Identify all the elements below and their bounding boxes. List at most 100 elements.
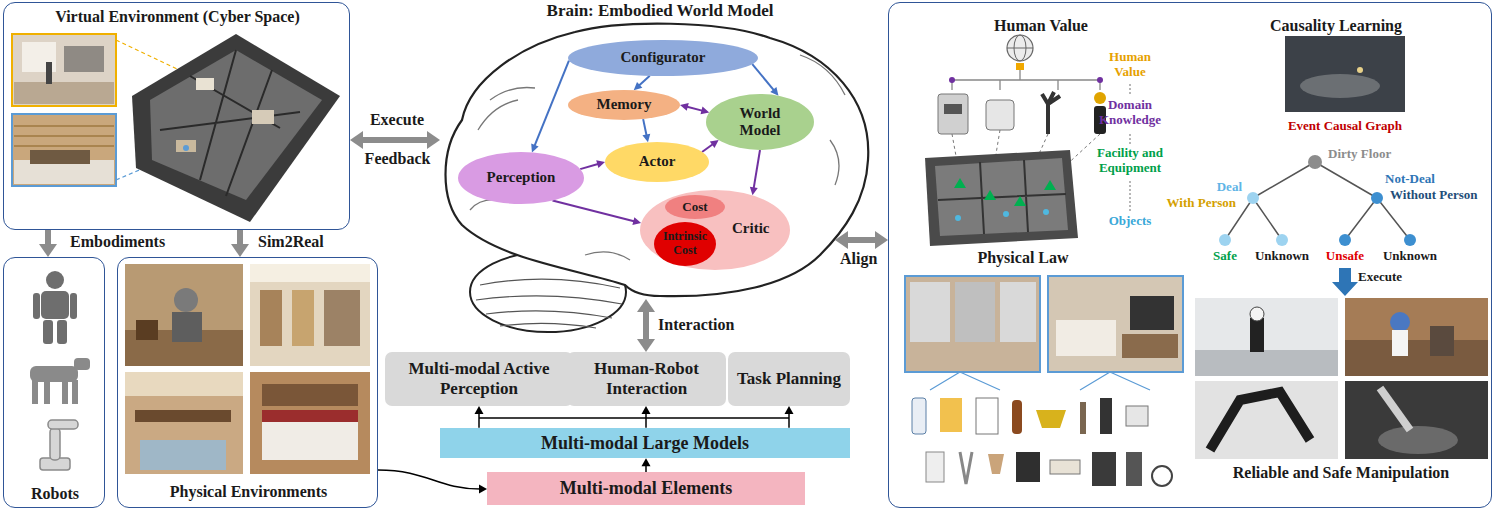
drawing-rect [62,380,68,404]
arrow-head [427,131,440,149]
drawing-rect [252,110,274,124]
drawing-polygon [925,150,1078,246]
drawing-rect [250,264,370,282]
connector [634,76,650,90]
connector [642,406,651,428]
arrow-head [634,82,643,90]
arrow-head [596,160,605,168]
ellipse-fill [665,195,725,219]
connector-line [534,61,569,147]
label-slot: Event Causal Graph [1270,119,1420,134]
connector [350,131,440,149]
drawing-rect [1100,398,1112,434]
text-label: Multi-modal Active Perception [385,359,573,398]
drawing-rect [324,290,360,346]
connector-line [754,150,760,189]
drawing-polygon [935,158,1068,236]
drawing-rect [1048,276,1183,372]
layer-band: Multi-modal Elements [487,472,805,505]
drawing-rect [64,46,104,72]
module-ellipse: Configurator [568,40,758,76]
edge-label-slot: Interaction [658,316,748,334]
edge-label-slot: Execute [362,111,432,129]
text-label: Virtual Environment (Cyber Space) [4,8,351,26]
connector [531,61,569,153]
drawing-rect [260,290,282,346]
text-slot: Physical Law [923,249,1123,267]
text-label: Align [840,250,877,268]
arrow-head [479,485,487,494]
text-label: Causality Learning [1236,17,1436,35]
connector-line [702,144,713,152]
text-label: Execute [1358,270,1428,285]
connector [553,201,642,225]
arrow-head [350,131,363,149]
arrow-head [632,217,641,225]
text-label: Critic [732,220,784,237]
drawing-polygon [1044,180,1056,190]
arrow-head [39,244,57,257]
drawing-rect [125,372,243,474]
drawing-rect [1012,400,1022,434]
text-label: World Model [725,105,795,140]
panel-box: Virtual Environment (Cyber Space) [3,2,350,230]
text-label: Task Planning [737,369,841,389]
drawing-circle [1003,211,1009,217]
text-label: Memory [597,96,652,113]
text-holder: Actor [605,142,709,182]
text-label: Cost [682,200,707,215]
drawing-rect [910,282,950,342]
drawing-rect [46,62,52,84]
text-label: Human Value [961,17,1121,35]
text-label: Intrinsic Cost [657,230,713,258]
text-holder: Human-Robot Interaction [567,352,726,406]
drawing-path [160,50,300,196]
drawing-ellipse [1378,426,1458,454]
arrow-head [642,134,650,143]
drawing-rect [1345,381,1488,459]
connector [642,458,651,472]
arrow-head [750,187,758,196]
text-label: Human-Robot Interaction [567,359,726,398]
text-label: Sim2Real [258,233,324,251]
connector [637,299,655,352]
environment-photo [250,372,370,474]
drawing-rect [176,140,196,152]
drawing-rect [1345,298,1488,376]
text-label: Physical Law [923,249,1123,267]
drawing-circle [1094,92,1106,104]
text-label: Deal [1192,180,1242,195]
drawing-rect [125,264,243,366]
text-label: Facility and Equipment [1088,146,1172,176]
drawing-circle [174,288,198,312]
globe-icon [1007,35,1033,70]
text-label: Objects [1100,214,1160,229]
arrow-head [770,87,778,96]
drawing-polygon [150,50,322,200]
drawing-rect [172,312,202,342]
text-slot: Brain: Embodied World Model [460,1,860,21]
panel-box: Physical Environments [117,257,378,508]
connector [680,103,709,114]
connector [835,231,888,249]
humanoid-robot [33,271,77,344]
appliance-icon [938,92,1106,134]
brain-region: Brain: Embodied World ModelConfiguratorM… [440,24,835,299]
connector-line [686,107,703,111]
drawing-circle [1390,312,1410,332]
drawing-rect [250,264,370,366]
drawing-rect [1430,326,1454,356]
text-label: Unsafe [1315,249,1375,264]
text-holder: Multi-modal Elements [487,472,805,505]
robot-dog [30,358,90,404]
drawing-rect [136,320,158,340]
text-label: Unknown [1375,249,1445,264]
connector-line [643,119,647,136]
object-icon [912,398,1172,486]
drawing-circle [1007,35,1033,61]
robot-arm [40,420,78,470]
text-label: Configurator [621,49,706,66]
drawing-circle [1339,234,1351,246]
drawing-circle [1247,192,1259,204]
text-label: Without Person [1390,188,1490,203]
